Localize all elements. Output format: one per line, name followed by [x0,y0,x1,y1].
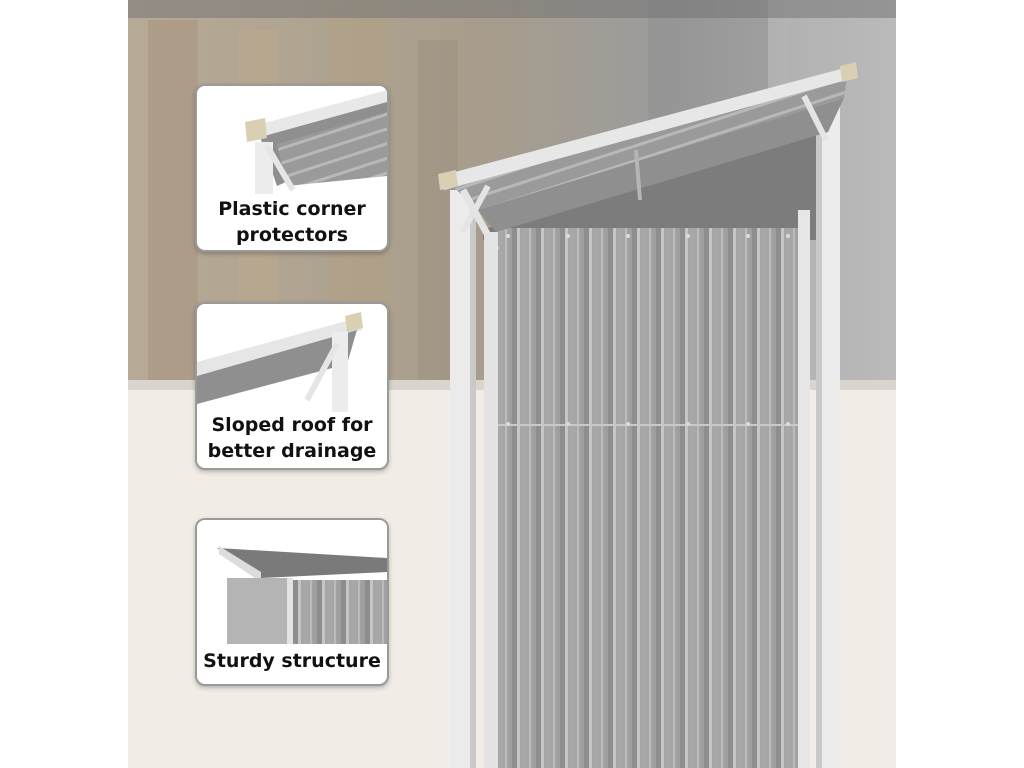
callout-label: Plastic corner protectors [218,198,366,246]
sturdy-structure-thumbnail [197,520,387,644]
sloped-roof-thumbnail [197,304,387,412]
corner-protector-thumbnail [197,86,387,194]
callout-label: Sloped roof for better drainage [207,414,377,462]
callout-sloped-roof: Sloped roof for better drainage [195,302,389,470]
callout-corner-protectors: Plastic corner protectors [195,84,389,252]
callout-sturdy-structure: Sturdy structure [195,518,389,686]
callout-label: Sturdy structure [203,650,381,672]
